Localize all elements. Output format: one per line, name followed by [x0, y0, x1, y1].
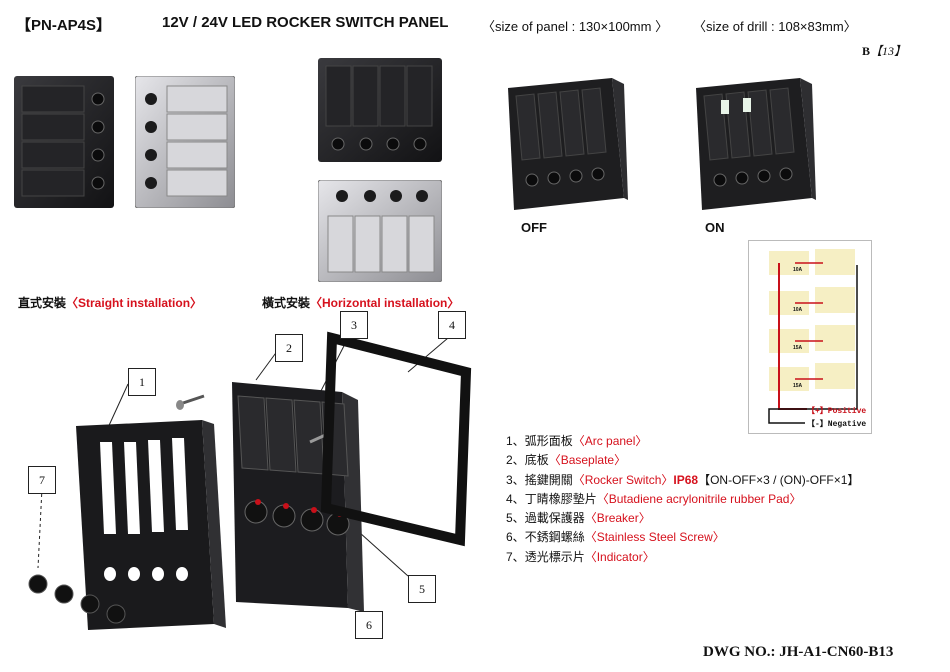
positive-label: 【+】Positive	[807, 407, 867, 416]
part-name-cn: 不銹鋼螺絲	[524, 530, 585, 545]
part-name-en: 〈Rocker Switch〉	[572, 472, 674, 487]
black-horizontal-panel-image	[318, 58, 442, 162]
part-name-cn: 底板	[524, 453, 549, 468]
horizontal-installation-label: 橫式安裝〈Horizontal installation〉	[262, 294, 459, 311]
on-label: ON	[705, 220, 725, 235]
parts-list: 1、弧形面板〈Arc panel〉 2、底板〈Baseplate〉 3、搖鍵開關…	[506, 432, 859, 567]
breaker-label-1: 10A	[793, 267, 803, 273]
callout-3: 3	[340, 311, 368, 339]
part-item-7: 7、透光標示片〈Indicator〉	[506, 548, 859, 567]
silver-vertical-panel-image	[135, 76, 235, 208]
part-num: 5、	[506, 511, 525, 526]
part-num: 1、	[506, 434, 525, 448]
part-num: 6、	[506, 530, 525, 545]
page-title: 12V / 24V LED ROCKER SWITCH PANEL	[162, 14, 449, 31]
straight-installation-cn: 直式安裝	[18, 296, 67, 310]
part-item-3: 3、搖鍵開關〈Rocker Switch〉IP68【ON-OFF×3 / (ON…	[506, 471, 859, 490]
part-name-en: 〈Indicator〉	[584, 549, 655, 564]
on-state-panel-image	[696, 78, 816, 210]
part-item-1: 1、弧形面板〈Arc panel〉	[506, 432, 859, 451]
part-name-cn: 搖鍵開關	[524, 472, 573, 487]
off-state-panel-image	[508, 78, 628, 210]
horizontal-installation-en: 〈Horizontal installation〉	[310, 296, 460, 310]
part-name-en: 〈Baseplate〉	[548, 453, 627, 468]
straight-installation-en: 〈Straight installation〉	[66, 296, 203, 310]
part-num: 2、	[506, 453, 525, 468]
straight-installation-label: 直式安裝〈Straight installation〉	[18, 294, 202, 311]
horizontal-installation-cn: 橫式安裝	[262, 296, 311, 310]
page-ref-number: 【13】	[870, 44, 907, 58]
part-name-cn: 過載保護器	[524, 511, 585, 526]
callout-5: 5	[408, 575, 436, 603]
off-label: OFF	[521, 220, 547, 235]
product-code: 【PN-AP4S】	[16, 17, 112, 34]
callout-7: 7	[28, 466, 56, 494]
part-item-2: 2、底板〈Baseplate〉	[506, 451, 859, 470]
breaker-label-3: 15A	[793, 345, 803, 351]
exploded-view-drawing	[28, 331, 472, 630]
switch-config: 【ON-OFF×3 / (ON)-OFF×1】	[698, 472, 860, 487]
callout-1: 1	[128, 368, 156, 396]
part-item-5: 5、過載保護器〈Breaker〉	[506, 509, 859, 528]
part-item-6: 6、不銹鋼螺絲〈Stainless Steel Screw〉	[506, 528, 859, 547]
part-name-en: 〈Butadiene acrylonitrile rubber Pad〉	[596, 491, 802, 506]
silver-horizontal-panel-image	[318, 180, 442, 282]
callout-6: 6	[355, 611, 383, 639]
wiring-diagram: 10A 10A 15A 15A 【+】Positive 【-】Negative	[748, 240, 872, 434]
part-item-4: 4、丁睛橡膠墊片〈Butadiene acrylonitrile rubber …	[506, 490, 859, 509]
callout-4: 4	[438, 311, 466, 339]
callout-2: 2	[275, 334, 303, 362]
drawing-number: DWG NO.: JH-A1-CN60-B13	[703, 644, 894, 660]
part-name-en: 〈Stainless Steel Screw〉	[584, 530, 725, 545]
ip-rating: IP68	[673, 472, 699, 487]
part-num: 4、	[506, 491, 525, 506]
black-vertical-panel-image	[14, 76, 114, 208]
part-name-en: 〈Arc panel〉	[572, 434, 648, 448]
panel-size: 〈size of panel : 130×100mm 〉	[482, 19, 669, 34]
page-reference: B【13】	[862, 42, 906, 59]
breaker-label-4: 15A	[793, 383, 803, 389]
part-name-en: 〈Breaker〉	[584, 511, 651, 526]
negative-label: 【-】Negative	[807, 420, 867, 429]
part-name-cn: 透光標示片	[524, 549, 585, 564]
part-name-cn: 弧形面板	[524, 434, 573, 448]
part-num: 7、	[506, 549, 525, 564]
page-ref-prefix: B	[862, 44, 871, 58]
part-num: 3、	[506, 472, 525, 487]
drill-size: 〈size of drill : 108×83mm〉	[693, 19, 857, 34]
part-name-cn: 丁睛橡膠墊片	[524, 491, 597, 506]
breaker-label-2: 10A	[793, 307, 803, 313]
